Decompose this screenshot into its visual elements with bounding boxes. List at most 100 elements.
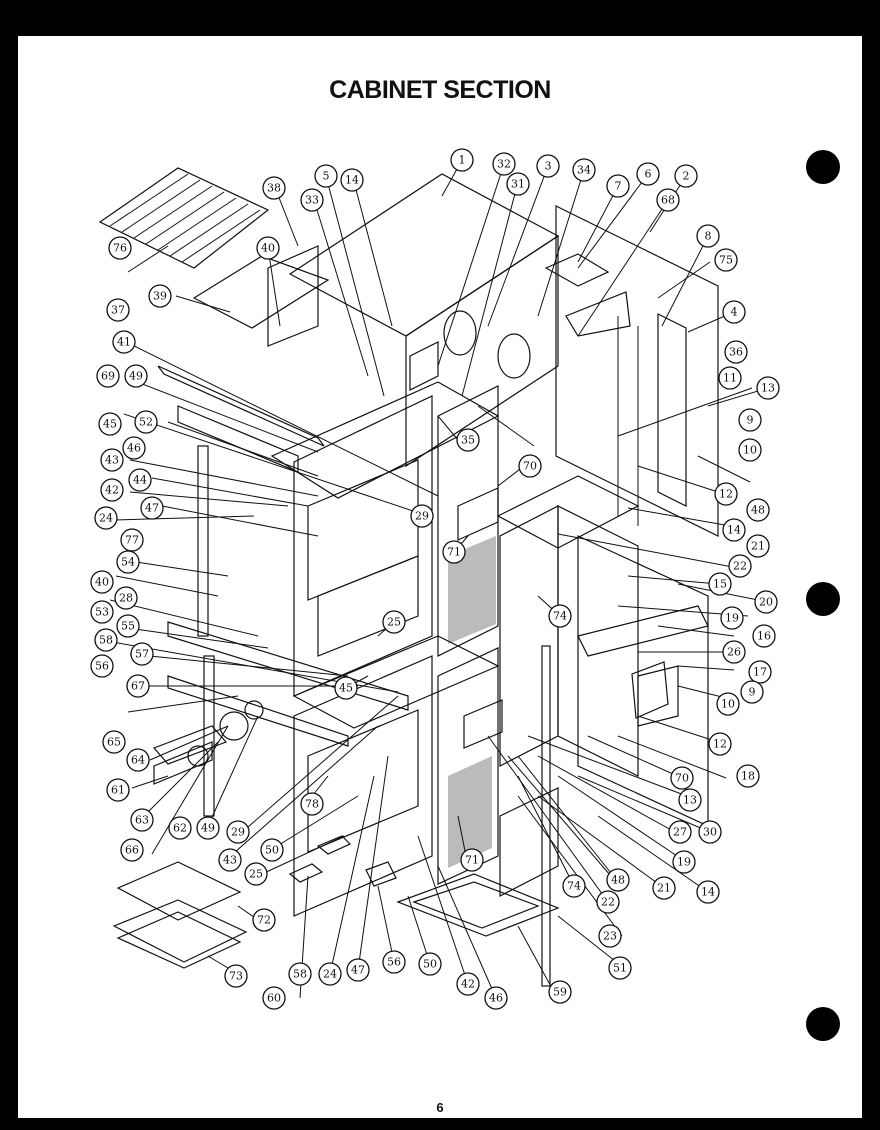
svg-text:12: 12 bbox=[719, 488, 733, 501]
svg-text:22: 22 bbox=[733, 560, 747, 573]
svg-text:24: 24 bbox=[323, 968, 337, 981]
svg-text:73: 73 bbox=[229, 970, 243, 983]
vent-shield bbox=[192, 245, 330, 347]
callout-55: 55 bbox=[116, 614, 140, 638]
svg-text:59: 59 bbox=[553, 986, 567, 999]
svg-text:34: 34 bbox=[577, 164, 591, 177]
callout-14: 14 bbox=[722, 518, 746, 542]
parts-diagram-page: CABINET SECTION bbox=[18, 36, 862, 1118]
callout-44: 44 bbox=[128, 468, 152, 492]
svg-text:5: 5 bbox=[323, 170, 330, 183]
callout-51: 51 bbox=[608, 956, 632, 980]
svg-text:29: 29 bbox=[231, 826, 245, 839]
callout-21-b: 21 bbox=[652, 876, 676, 900]
svg-text:56: 56 bbox=[95, 660, 109, 673]
svg-text:47: 47 bbox=[145, 502, 159, 515]
callout-42-b: 42 bbox=[100, 478, 124, 502]
grille-slats bbox=[109, 173, 261, 263]
svg-text:6: 6 bbox=[645, 168, 652, 181]
svg-text:54: 54 bbox=[121, 556, 135, 569]
svg-text:13: 13 bbox=[683, 794, 697, 807]
svg-text:58: 58 bbox=[293, 968, 307, 981]
callout-33: 33 bbox=[300, 188, 324, 212]
callout-56-b: 56 bbox=[90, 654, 114, 678]
right-cabinet-column bbox=[496, 475, 640, 987]
svg-text:50: 50 bbox=[423, 958, 437, 971]
svg-text:43: 43 bbox=[105, 454, 119, 467]
svg-text:76: 76 bbox=[113, 242, 127, 255]
callout-47-b: 47 bbox=[140, 496, 164, 520]
callout-24-b: 24 bbox=[94, 506, 118, 530]
leader-lines bbox=[109, 159, 769, 999]
callout-4: 4 bbox=[722, 300, 746, 324]
svg-text:21: 21 bbox=[751, 540, 765, 553]
svg-text:74: 74 bbox=[553, 610, 567, 623]
callout-13-b: 13 bbox=[678, 788, 702, 812]
callout-69: 69 bbox=[96, 364, 120, 388]
svg-text:17: 17 bbox=[753, 666, 767, 679]
callout-1: 1 bbox=[450, 148, 474, 172]
svg-text:29: 29 bbox=[415, 510, 429, 523]
callout-40-b: 40 bbox=[256, 236, 280, 260]
callout-70: 70 bbox=[670, 766, 694, 790]
svg-text:78: 78 bbox=[305, 798, 319, 811]
svg-text:11: 11 bbox=[723, 372, 737, 385]
svg-text:32: 32 bbox=[497, 158, 511, 171]
svg-text:12: 12 bbox=[713, 738, 727, 751]
svg-text:53: 53 bbox=[95, 606, 109, 619]
callout-43-b: 43 bbox=[100, 448, 124, 472]
callout-49: 49 bbox=[196, 816, 220, 840]
svg-text:61: 61 bbox=[111, 784, 125, 797]
callout-8: 8 bbox=[696, 224, 720, 248]
callout-32: 32 bbox=[492, 152, 516, 176]
svg-text:52: 52 bbox=[139, 416, 153, 429]
callout-40: 40 bbox=[90, 570, 114, 594]
callout-17: 17 bbox=[748, 660, 772, 684]
exploded-cabinet-diagram: 1 2 3 4 5 6 7 8 9 10 11 12 13 14 21 22 1… bbox=[90, 148, 780, 1010]
callout-48-b: 48 bbox=[746, 498, 770, 522]
svg-text:43: 43 bbox=[223, 854, 237, 867]
lower-oven-liner bbox=[292, 635, 500, 917]
callout-9: 9 bbox=[738, 408, 762, 432]
callout-41: 41 bbox=[112, 330, 136, 354]
callout-15: 15 bbox=[708, 572, 732, 596]
svg-text:49: 49 bbox=[129, 370, 143, 383]
callout-49-b: 49 bbox=[124, 364, 148, 388]
svg-text:19: 19 bbox=[725, 612, 739, 625]
svg-text:36: 36 bbox=[729, 346, 743, 359]
callout-12-b: 12 bbox=[708, 732, 732, 756]
callout-5: 5 bbox=[314, 164, 338, 188]
svg-text:72: 72 bbox=[257, 914, 271, 927]
svg-text:14: 14 bbox=[345, 174, 359, 187]
svg-text:20: 20 bbox=[759, 596, 773, 609]
callout-53: 53 bbox=[90, 600, 114, 624]
svg-text:71: 71 bbox=[465, 854, 479, 867]
callout-68: 68 bbox=[656, 188, 680, 212]
callout-25: 25 bbox=[244, 862, 268, 886]
svg-text:8: 8 bbox=[705, 230, 712, 243]
callouts: 1 2 3 4 5 6 7 8 9 10 11 12 13 14 21 22 1… bbox=[90, 148, 780, 1010]
callout-57: 57 bbox=[130, 642, 154, 666]
callout-50-b: 50 bbox=[260, 838, 284, 862]
svg-text:74: 74 bbox=[567, 880, 581, 893]
svg-text:60: 60 bbox=[267, 992, 281, 1005]
svg-text:4: 4 bbox=[731, 306, 738, 319]
callout-62: 62 bbox=[168, 816, 192, 840]
svg-text:69: 69 bbox=[101, 370, 115, 383]
binder-hole-middle bbox=[806, 582, 840, 616]
callout-43: 43 bbox=[218, 848, 242, 872]
callout-71: 71 bbox=[442, 540, 466, 564]
callout-52: 52 bbox=[134, 410, 158, 434]
callout-9-b: 9 bbox=[740, 680, 764, 704]
callout-7: 7 bbox=[606, 174, 630, 198]
bottom-drawer bbox=[396, 873, 560, 937]
svg-text:42: 42 bbox=[105, 484, 119, 497]
callout-56: 56 bbox=[382, 950, 406, 974]
callout-42: 42 bbox=[456, 972, 480, 996]
callout-31: 31 bbox=[506, 172, 530, 196]
page-title: CABINET SECTION bbox=[329, 76, 551, 104]
callout-58-b: 58 bbox=[94, 628, 118, 652]
svg-text:10: 10 bbox=[743, 444, 757, 457]
svg-text:7: 7 bbox=[615, 180, 622, 193]
svg-text:46: 46 bbox=[489, 992, 503, 1005]
